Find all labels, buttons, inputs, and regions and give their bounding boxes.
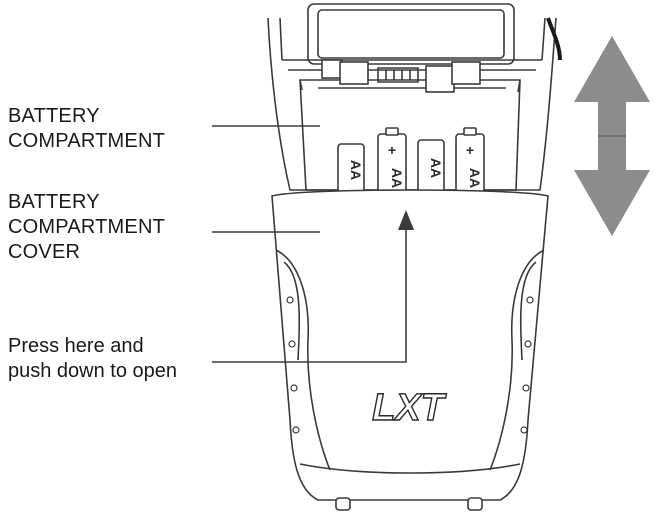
svg-text:AA: AA bbox=[467, 168, 483, 188]
svg-text:AA: AA bbox=[428, 158, 444, 178]
battery-cover-label-line1: BATTERY bbox=[8, 191, 100, 213]
battery-3: AA bbox=[417, 139, 445, 193]
battery-compartment-illustration bbox=[299, 59, 521, 191]
battery-cover-label: BATTERY COMPARTMENT COVER bbox=[8, 190, 165, 265]
battery-compartment-label-line2: COMPARTMENT bbox=[8, 130, 166, 152]
battery-1: AA bbox=[337, 143, 365, 193]
grip-dots bbox=[286, 296, 534, 434]
svg-text:+: + bbox=[388, 142, 396, 158]
device-upper-casing bbox=[267, 3, 557, 191]
svg-text:AA: AA bbox=[348, 160, 364, 180]
battery-4: + AA bbox=[455, 127, 485, 193]
battery-cover-illustration bbox=[271, 189, 549, 511]
svg-text:AA: AA bbox=[389, 168, 405, 188]
slide-direction-arrow-icon bbox=[574, 36, 650, 236]
press-instruction-line2: push down to open bbox=[8, 360, 178, 382]
battery-cover-label-line2: COMPARTMENT bbox=[8, 216, 166, 238]
leader-lines bbox=[212, 125, 407, 363]
leader-press-point bbox=[212, 226, 407, 363]
cable bbox=[546, 17, 562, 61]
press-instruction-line1: Press here and bbox=[8, 335, 144, 357]
press-arrow-head bbox=[398, 210, 414, 230]
press-instruction-label: Press here and push down to open bbox=[8, 334, 177, 384]
lxt-logo-text: LXT bbox=[372, 387, 447, 429]
battery-compartment-label: BATTERY COMPARTMENT bbox=[8, 104, 165, 154]
lxt-logo: LXT bbox=[371, 386, 447, 429]
battery-cover-label-line3: COVER bbox=[8, 241, 81, 263]
battery-compartment-label-line1: BATTERY bbox=[8, 105, 100, 127]
svg-text:+: + bbox=[466, 142, 474, 158]
battery-2: + AA bbox=[377, 127, 407, 193]
